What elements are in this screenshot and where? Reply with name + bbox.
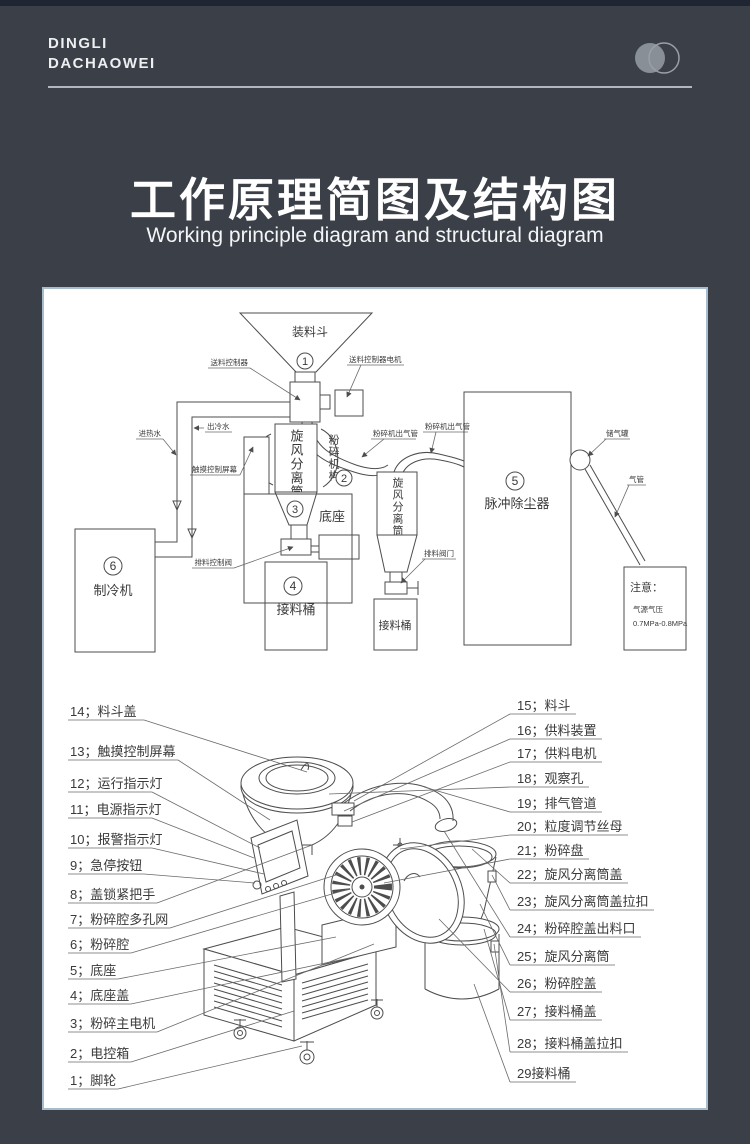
marker-4: 4 (290, 579, 297, 593)
part-label: 13；触摸控制屏幕 (70, 744, 175, 760)
chiller-box: 6 制冷机 (74, 528, 156, 653)
receive-barrel-left: 4 接料桶 (264, 561, 328, 651)
marker-6: 6 (110, 559, 117, 573)
part-label: 28；接料桶盖拉扣 (517, 1036, 622, 1052)
marker-5: 5 (512, 474, 519, 488)
part-label: 23；旋风分离筒盖拉扣 (517, 894, 648, 910)
brand-line2: DACHAOWEI (48, 55, 156, 73)
part-label: 8；盖锁紧把手 (70, 887, 155, 903)
part-label: 19；排气管道 (517, 796, 596, 812)
machine-illustration (202, 756, 500, 1065)
structure-diagram: 14；料斗盖 13；触摸控制屏幕 12；运行指示灯 11；电源指示灯 10；报警… (68, 698, 654, 1090)
cyclone-clamp (487, 870, 497, 883)
label-discharge-control-valve: 排料控制阀 (195, 557, 233, 567)
part-label: 14；料斗盖 (70, 704, 136, 720)
label-discharge-valve: 排料阀门 (424, 548, 454, 558)
label-cyclone-right: 旋风分离筒 (391, 476, 404, 537)
cyclone-left: 旋风分离筒 3 粉碎机构 2 (256, 423, 353, 526)
crushing-disc (323, 848, 401, 926)
part-label: 27；接料桶盖 (517, 1004, 596, 1020)
water-circuit: 进热水 出冷水 (136, 401, 290, 558)
part-label: 4；底座盖 (70, 988, 129, 1004)
part-label: 7；粉碎腔多孔网 (70, 912, 168, 928)
indicator-light (273, 883, 279, 889)
part-label: 12；运行指示灯 (70, 776, 162, 792)
label-feed-controller-motor: 送料控制器电机 (349, 354, 402, 364)
label-chiller: 制冷机 (93, 583, 132, 598)
note-title: 注意： (630, 580, 663, 594)
marker-3: 3 (292, 504, 298, 516)
part-label: 2；电控箱 (70, 1046, 129, 1062)
part-label: 18；观察孔 (517, 771, 583, 787)
label-receive-barrel-left: 接料桶 (276, 602, 315, 617)
part-label: 20；粒度调节丝母 (517, 819, 622, 835)
part-label: 3；粉碎主电机 (70, 1016, 155, 1032)
part-label: 15；料斗 (517, 698, 570, 714)
feed-controller: 送料控制器 送料控制器电机 (208, 354, 404, 423)
part-label: 22；旋风分离筒盖 (517, 867, 622, 883)
touch-screen-pillar: 触摸控制屏幕 (190, 436, 270, 495)
hopper-funnel: 装料斗 1 (238, 312, 374, 373)
part-label: 26；粉碎腔盖 (517, 976, 596, 992)
part-label: 5；底座 (70, 963, 116, 979)
part-label: 25；旋风分离筒 (517, 949, 609, 965)
part-label: 11；电源指示灯 (70, 802, 162, 818)
dust-collector-box: 5 脉冲除尘器 (463, 391, 572, 646)
principle-diagram: 装料斗 1 送料控制器 送料控制器电机 粉碎机出气管 粉碎机出气管 (74, 312, 688, 653)
label-feed-controller: 送料控制器 (211, 357, 249, 367)
part-label: 10；报警指示灯 (70, 832, 162, 848)
part-label: 9；急停按钮 (70, 858, 142, 874)
cyclone-right: 旋风分离筒 排料阀门 接料桶 (373, 471, 456, 651)
feeder-device (331, 802, 355, 827)
diagrams-svg: 装料斗 1 送料控制器 送料控制器电机 粉碎机出气管 粉碎机出气管 (68, 312, 688, 1090)
indicator-light (265, 886, 271, 892)
cabinet-louvers (213, 963, 369, 1028)
emergency-stop-button (252, 880, 262, 890)
parts-list-left: 14；料斗盖 13；触摸控制屏幕 12；运行指示灯 11；电源指示灯 10；报警… (68, 704, 375, 1090)
discharge-valve-left: 排料控制阀 (192, 524, 360, 569)
part-label: 29接料桶 (517, 1066, 570, 1081)
part-label: 21；粉碎盘 (517, 843, 583, 859)
label-cyclone-left: 旋风分离筒 (289, 429, 304, 499)
label-base: 底座 (319, 509, 345, 524)
brand-line1: DINGLI (48, 35, 108, 52)
part-label: 6；粉碎腔 (70, 937, 129, 953)
label-dust-collector: 脉冲除尘器 (484, 496, 549, 511)
label-hot-water-in: 进热水 (139, 428, 162, 438)
page-subtitle: Working principle diagram and structural… (146, 224, 604, 247)
indicator-light (281, 880, 287, 886)
air-supply: 储气罐 气管 注意： 气源气压 0.7MPa-0.8MPa (569, 428, 688, 651)
label-crusher-mechanism: 粉碎机构 (327, 434, 340, 482)
label-hopper: 装料斗 (292, 325, 328, 339)
lid-handle (300, 763, 309, 771)
bowl-hopper (240, 756, 354, 855)
diagram-card: 装料斗 1 送料控制器 送料控制器电机 粉碎机出气管 粉碎机出气管 (42, 287, 708, 1110)
marker-2: 2 (341, 473, 347, 485)
label-air-pipe: 气管 (629, 474, 644, 484)
parts-list-right: 15；料斗 16；供料装置 17；供料电机 18；观察孔 19；排气管道 20；… (328, 698, 654, 1083)
header-divider (48, 86, 692, 88)
page-title: 工作原理简图及结构图 (130, 174, 620, 226)
part-label: 1；脚轮 (70, 1073, 116, 1089)
panel-screen (257, 830, 301, 883)
label-cold-water-out: 出冷水 (207, 421, 230, 431)
panel-column (279, 891, 297, 983)
casters (233, 999, 384, 1065)
base-frame: 底座 (243, 493, 353, 604)
label-air-tank: 储气罐 (606, 428, 629, 438)
marker-1: 1 (302, 356, 308, 368)
note-line2: 0.7MPa-0.8MPa (633, 619, 688, 628)
part-label: 17；供料电机 (517, 746, 596, 762)
part-label: 16；供料装置 (517, 723, 596, 739)
part-label: 24；粉碎腔盖出料口 (517, 921, 635, 937)
note-line1: 气源气压 (633, 604, 663, 614)
brand-circles-icon (635, 42, 680, 74)
control-panel (250, 819, 309, 983)
brand-logo-text: DINGLI DACHAOWEI (48, 34, 156, 75)
label-outlet-pipe-1: 粉碎机出气管 (373, 428, 418, 438)
label-outlet-pipe-2: 粉碎机出气管 (425, 421, 470, 431)
label-touch-screen: 触摸控制屏幕 (192, 464, 237, 474)
label-receive-barrel-right: 接料桶 (379, 618, 412, 632)
top-accent-strip (0, 0, 750, 6)
